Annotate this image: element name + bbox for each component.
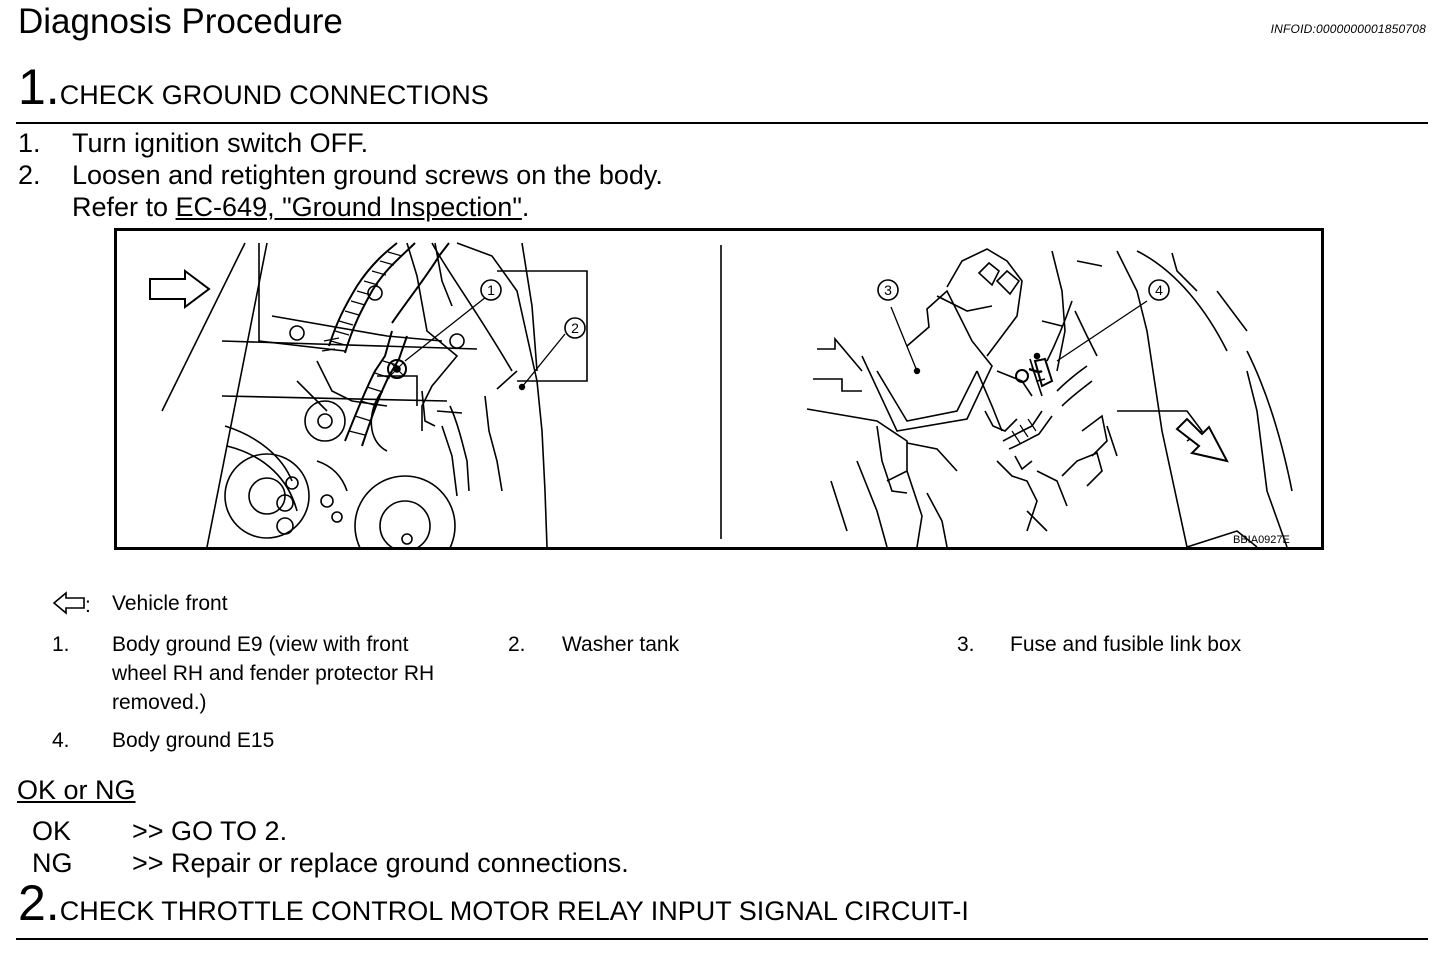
callout-4: 4: [1155, 282, 1163, 298]
callout-2: 2: [571, 320, 579, 336]
legend-item-2: 2. Washer tank: [508, 630, 908, 660]
legend-colon: :: [85, 594, 91, 617]
legend-item-1: 1. Body ground E9 (view with front wheel…: [52, 630, 492, 720]
ground-inspection-link[interactable]: EC-649, "Ground Inspection": [175, 192, 522, 222]
vehicle-front-arrow-icon: [149, 269, 211, 309]
legend-arrow-text: Vehicle front: [112, 592, 228, 615]
divider: [16, 122, 1428, 124]
step-2-title: CHECK THROTTLE CONTROL MOTOR RELAY INPUT…: [59, 896, 969, 926]
result-code: OK: [32, 816, 72, 846]
page-title: Diagnosis Procedure: [18, 2, 343, 41]
refer-line: Refer to EC-649, "Ground Inspection".: [72, 191, 529, 223]
fuse-box-illustration: [806, 248, 1293, 547]
legend-item-3: 3. Fuse and fusible link box: [957, 630, 1357, 660]
legend-number: 4.: [52, 729, 70, 752]
figure-code: BBIA0927E: [1233, 534, 1290, 546]
legend-number: 3.: [957, 633, 975, 656]
result-action: >> Repair or replace ground connections.: [132, 848, 629, 878]
callout-1: 1: [487, 282, 495, 298]
legend-item-4: 4. Body ground E15: [52, 726, 452, 756]
legend-number: 1.: [52, 633, 70, 656]
instruction-number: 1.: [18, 128, 41, 158]
vehicle-front-arrow-icon: [52, 591, 85, 615]
ok-or-ng-heading[interactable]: OK or NG: [17, 775, 136, 805]
info-id: INFOID:0000000001850708: [1270, 22, 1426, 36]
legend-text-line: Body ground E9 (view with front: [112, 633, 409, 656]
legend-arrow: :: [52, 589, 112, 619]
instruction-number: 2.: [18, 160, 41, 190]
result-code: NG: [32, 848, 73, 878]
callout-3: 3: [884, 282, 892, 298]
engine-bay-illustration: [149, 242, 588, 547]
legend-text-line: Body ground E15: [112, 729, 275, 752]
refer-prefix: Refer to: [72, 192, 176, 222]
instruction-text: Turn ignition switch OFF.: [72, 128, 369, 158]
legend-text-line: Fuse and fusible link box: [1010, 633, 1242, 656]
step-2-number: 2.: [18, 875, 60, 931]
legend-text-line: wheel RH and fender protector RH: [112, 662, 435, 685]
legend-number: 2.: [508, 633, 526, 656]
legend-text-line: Washer tank: [562, 633, 680, 656]
step-2-heading: 2.CHECK THROTTLE CONTROL MOTOR RELAY INP…: [18, 878, 969, 928]
divider: [16, 938, 1428, 940]
step-1-heading: 1.CHECK GROUND CONNECTIONS: [18, 62, 489, 112]
step-1-number: 1.: [18, 59, 60, 115]
instruction-text: Loosen and retighten ground screws on th…: [72, 160, 663, 190]
ground-location-figure: 1 2 3 4 BBIA0927E: [114, 228, 1324, 550]
legend-text-line: removed.): [112, 691, 207, 714]
result-action: >> GO TO 2.: [132, 816, 288, 846]
vehicle-front-arrow-icon: [1175, 417, 1229, 463]
refer-suffix: .: [521, 192, 530, 222]
step-1-title: CHECK GROUND CONNECTIONS: [59, 80, 489, 110]
